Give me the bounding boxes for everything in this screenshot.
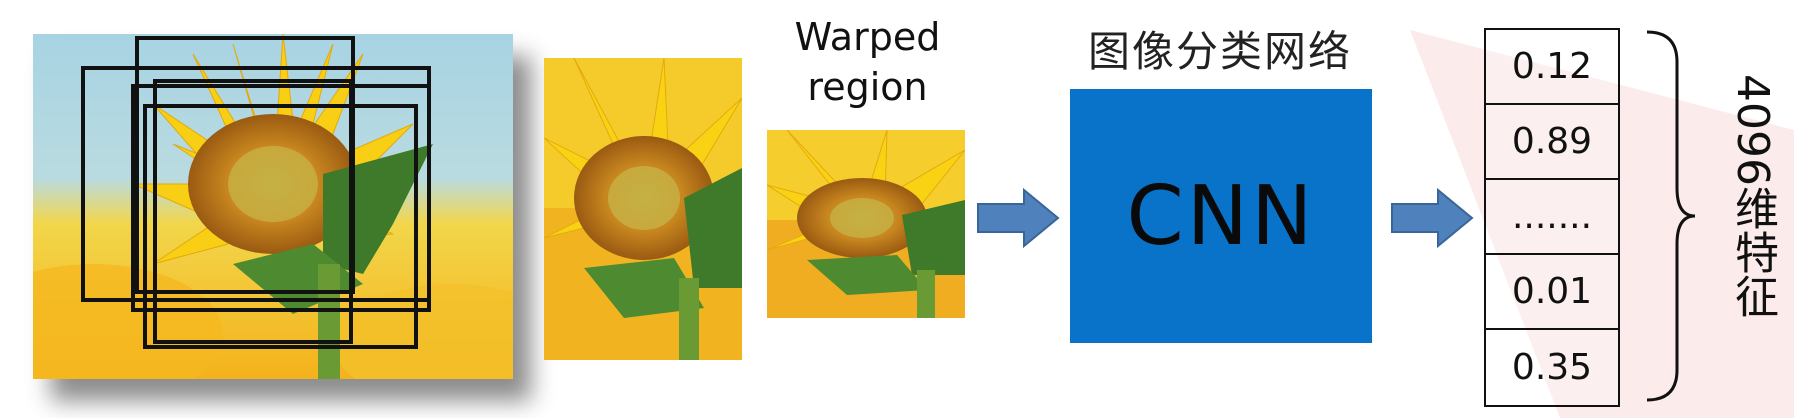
feature-vector: 0.12 0.89 ....... 0.01 0.35 <box>1484 28 1620 407</box>
feature-dimension-number: 4096 <box>1727 74 1778 186</box>
cnn-label: CNN <box>1126 168 1316 264</box>
warped-region-image <box>767 130 965 318</box>
feature-value-cell: 0.01 <box>1486 255 1618 330</box>
feature-value-cell: ....... <box>1486 180 1618 255</box>
warped-region-label: Warped region <box>794 15 941 109</box>
region-proposal-box <box>143 104 418 349</box>
region-proposal-box <box>153 79 353 344</box>
region-proposal-box <box>135 36 355 294</box>
cropped-region-image <box>544 58 742 360</box>
cnn-block: CNN <box>1070 89 1372 343</box>
curly-brace-icon <box>1646 30 1696 402</box>
feature-dimension-label: 4096 维特征 <box>1720 74 1784 318</box>
feature-value-cell: 0.35 <box>1511 347 1593 388</box>
feature-dimension-suffix: 维特征 <box>1727 185 1778 318</box>
arrow-right-icon <box>977 188 1060 248</box>
region-proposal-box <box>131 84 431 312</box>
arrow-right-icon <box>1391 188 1474 248</box>
input-image <box>33 34 513 379</box>
network-title: 图像分类网络 <box>1087 27 1352 76</box>
feature-value-cell: 0.89 <box>1486 105 1618 180</box>
feature-value-cell: 0.12 <box>1486 30 1618 105</box>
